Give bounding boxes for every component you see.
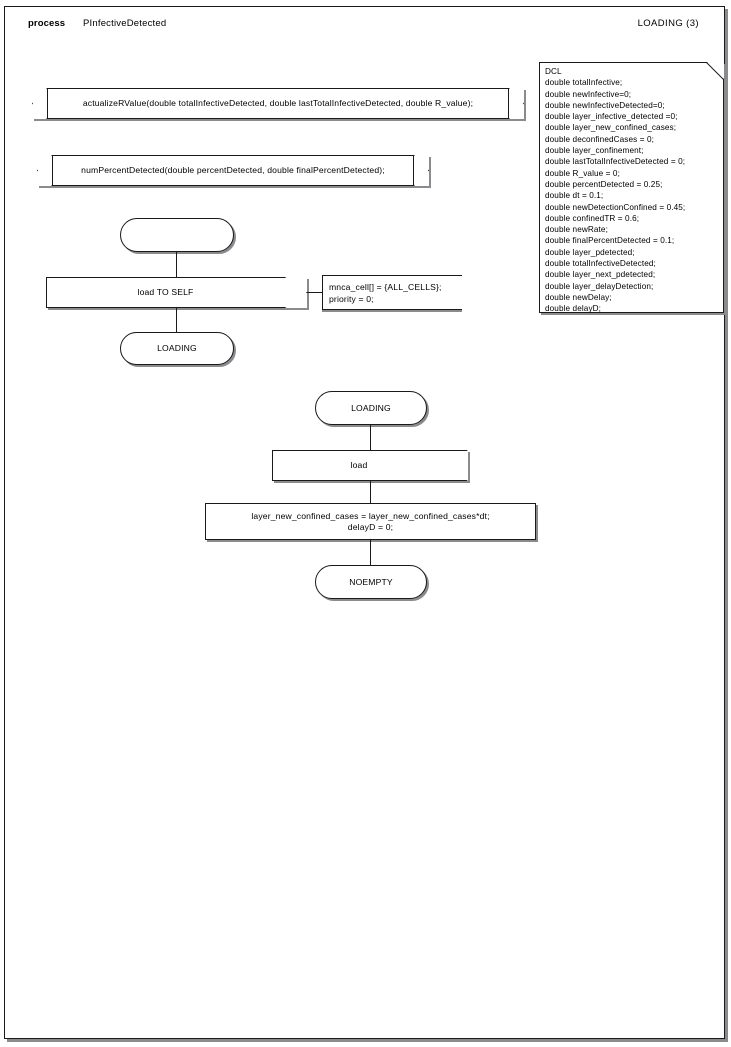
task-symbol[interactable]: layer_new_confined_cases = layer_new_con… [205,503,536,540]
connector-task-to-state [370,540,371,565]
dcl-box-outline [539,62,724,313]
procedure-label: numPercentDetected(double percentDetecte… [81,165,385,175]
connector-input-to-task [370,481,371,503]
state-label: LOADING [157,343,197,353]
procedure-symbol-inner-bars [47,88,509,119]
procedure-symbol-outline [32,88,524,119]
procedure-symbol-outline [37,155,429,186]
comment-text: mnca_cell[] = {ALL_CELLS}; priority = 0; [329,282,442,304]
comment-symbol[interactable]: mnca_cell[] = {ALL_CELLS}; priority = 0; [322,275,462,310]
state-label: NOEMPTY [349,576,393,587]
input-symbol-outline [272,450,468,481]
start-state-symbol[interactable] [120,218,234,252]
input-symbol-load[interactable]: load [272,450,468,481]
output-symbol-load-to-self[interactable]: load TO SELF [46,277,307,308]
output-symbol-outline [46,277,307,308]
output-label: load TO SELF [137,287,194,297]
state-symbol-noempty[interactable]: NOEMPTY [315,565,427,599]
state-symbol-loading-1[interactable]: LOADING [120,332,234,365]
procedure-symbol-num-percent-detected[interactable]: numPercentDetected(double percentDetecte… [37,155,429,186]
process-keyword: process [28,18,66,29]
dcl-declaration-text: DCL double totalInfective; double newInf… [545,67,686,314]
connector-start-to-output [176,252,177,277]
procedure-symbol-actualize-rvalue[interactable]: actualizeRValue(double totalInfectiveDet… [32,88,524,119]
connector-state-to-input [370,425,371,450]
procedure-label: actualizeRValue(double totalInfectiveDet… [82,98,474,108]
state-symbol-loading-2[interactable]: LOADING [315,391,427,425]
input-label: load [350,460,368,470]
page-label: LOADING (3) [637,18,699,29]
state-label: LOADING [351,402,391,413]
dcl-declaration-box[interactable]: DCL double totalInfective; double newInf… [539,62,724,313]
task-text: layer_new_confined_cases = layer_new_con… [251,510,490,532]
process-name: PInfectiveDetected [83,18,167,29]
connector-output-to-state [176,308,177,332]
procedure-symbol-inner-bars [52,155,414,186]
